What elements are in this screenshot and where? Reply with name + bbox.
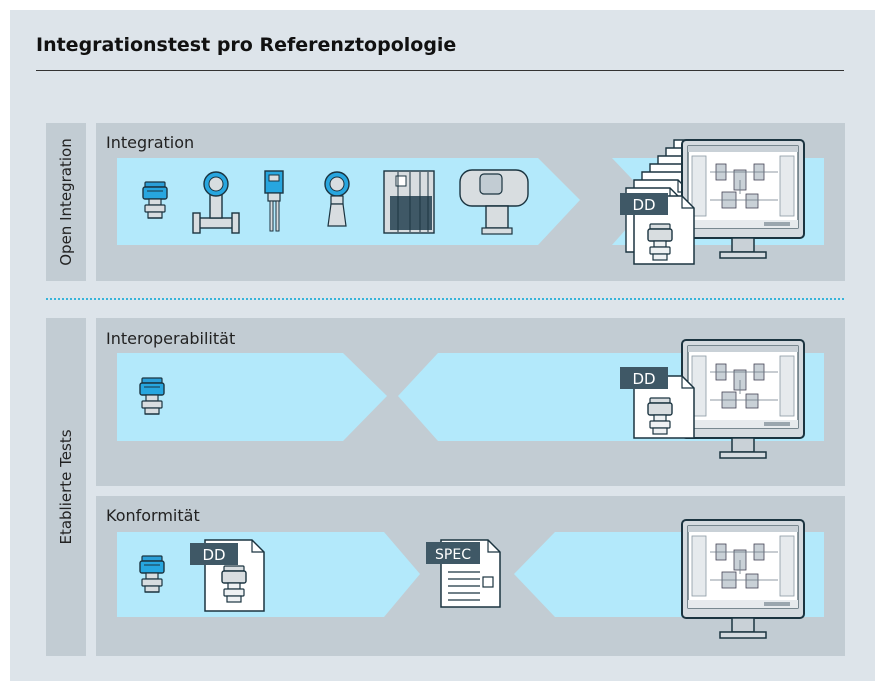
group-open-integration: Open Integration xyxy=(46,123,86,281)
page-title: Integrationstest pro Referenztopologie xyxy=(36,34,457,56)
group-established-tests: Etablierte Tests xyxy=(46,318,86,656)
panel-label-conformity: Konformität xyxy=(106,506,200,525)
level-switch-icon xyxy=(264,170,284,232)
dd-badge-text-interop: DD xyxy=(632,370,655,388)
panel-label-integration: Integration xyxy=(106,133,195,152)
monitor-icon-conf xyxy=(681,519,805,639)
dd-badge-text-integration: DD xyxy=(632,196,655,214)
dotted-separator xyxy=(46,298,844,300)
dd-badge-conf xyxy=(190,543,238,565)
flowmeter-icon xyxy=(192,171,240,234)
dd-badge-integration xyxy=(620,193,668,215)
dd-badge-text-conf: DD xyxy=(202,546,225,564)
spec-badge xyxy=(426,542,480,564)
arrow-conf-left xyxy=(117,532,420,617)
dd-badge-interop xyxy=(620,367,668,389)
title-underline xyxy=(36,70,844,71)
radar-level-icon xyxy=(324,171,350,227)
valve-actuator-icon xyxy=(459,169,529,235)
spec-badge-text: SPEC xyxy=(435,547,471,563)
arrow-interop-left xyxy=(117,353,387,441)
dd-document-interop xyxy=(633,375,695,439)
remote-io-icon xyxy=(383,170,435,234)
panel-label-interoperability: Interoperabilität xyxy=(106,329,236,348)
